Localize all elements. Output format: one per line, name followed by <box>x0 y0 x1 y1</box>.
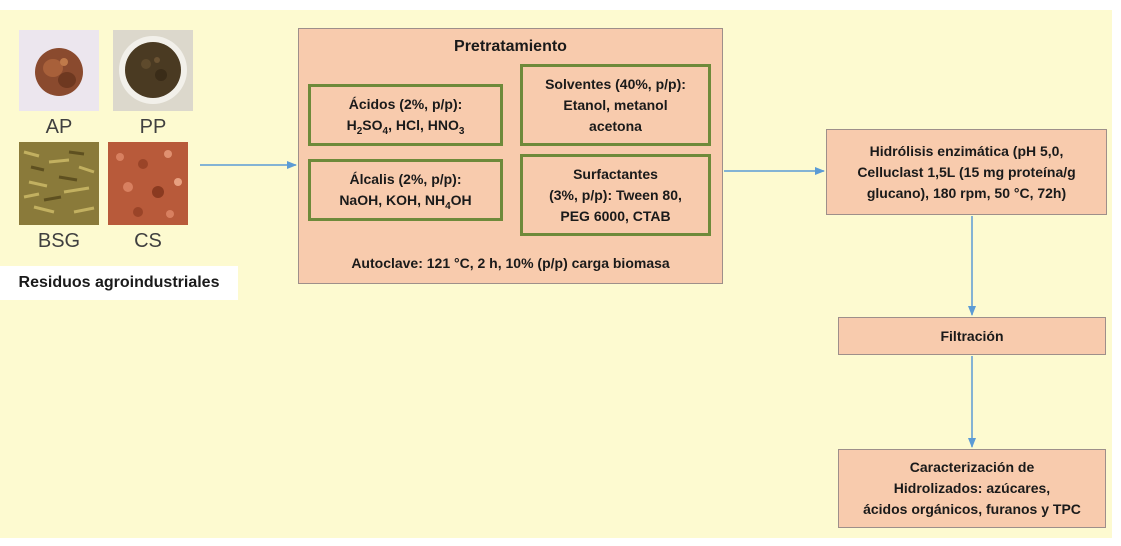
filtracion-label: Filtración <box>940 327 1004 344</box>
residuos-label: Residuos agroindustriales <box>0 266 238 300</box>
surfactantes-line2: (3%, p/p): Tween 80, <box>549 186 682 203</box>
solventes-box: Solventes (40%, p/p): Etanol, metanol ac… <box>520 64 711 146</box>
photo-label-ap: AP <box>45 116 73 138</box>
apple-pomace-photo <box>19 30 99 111</box>
cocoa-shell-photo <box>108 142 188 225</box>
acidos-line1: Ácidos (2%, p/p): <box>348 96 463 112</box>
surfactantes-line3: PEG 6000, CTAB <box>560 207 671 224</box>
hidrolisis-line2: Celluclast 1,5L (15 mg proteína/g <box>857 163 1076 180</box>
caracterizacion-line3: ácidos orgánicos, furanos y TPC <box>863 501 1081 517</box>
autoclave-conditions: Autoclave: 121 °C, 2 h, 10% (p/p) carga … <box>351 255 670 271</box>
acidos-box: Ácidos (2%, p/p): H2SO4, HCl, HNO3 <box>308 84 503 146</box>
pear-pomace-photo <box>113 30 193 111</box>
acidos-line2: H2SO4, HCl, HNO3 <box>346 117 465 137</box>
alcalis-box: Álcalis (2%, p/p): NaOH, KOH, NH4OH <box>308 159 503 221</box>
caracterizacion-box: Caracterización de Hidrolizados: azúcare… <box>838 449 1106 528</box>
brewers-spent-grain-photo <box>19 142 99 225</box>
solventes-line2: Etanol, metanol <box>563 96 668 113</box>
hidrolisis-line3: glucano), 180 rpm, 50 °C, 72h) <box>866 184 1067 201</box>
solventes-line1: Solventes (40%, p/p): <box>545 75 686 92</box>
hidrolisis-box: Hidrólisis enzimática (pH 5,0, Celluclas… <box>826 129 1107 215</box>
solventes-line3: acetona <box>589 117 642 134</box>
photo-label-pp: PP <box>139 116 167 138</box>
caracterizacion-line1: Caracterización de <box>909 459 1035 475</box>
pretratamiento-title: Pretratamiento <box>454 38 567 55</box>
surfactantes-line1: Surfactantes <box>573 165 658 182</box>
pretratamiento-box: Pretratamiento Ácidos (2%, p/p): H2SO4, … <box>298 28 723 284</box>
filtracion-box: Filtración <box>838 317 1106 355</box>
alcalis-line1: Álcalis (2%, p/p): <box>349 171 462 187</box>
hidrolisis-line1: Hidrólisis enzimática (pH 5,0, <box>869 142 1064 159</box>
surfactantes-box: Surfactantes (3%, p/p): Tween 80, PEG 60… <box>520 154 711 236</box>
caracterizacion-line2: Hidrolizados: azúcares, <box>893 480 1051 496</box>
alcalis-line2: NaOH, KOH, NH4OH <box>339 192 472 212</box>
photo-label-cs: CS <box>134 230 162 252</box>
photo-label-bsg: BSG <box>37 230 81 252</box>
